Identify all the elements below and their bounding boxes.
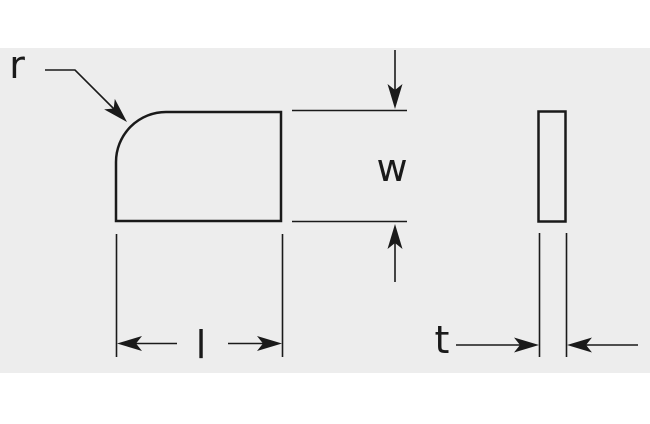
length-arrowhead-left-icon: [117, 336, 142, 351]
panel-background: [0, 48, 650, 373]
width-arrowhead-bottom-icon: [387, 224, 403, 249]
length-label: l: [196, 323, 207, 367]
front-view-outline: [114, 110, 283, 223]
thickness-arrowhead-left-icon: [514, 337, 539, 353]
arrowheads: [104, 84, 592, 353]
radius-arrowhead-icon: [104, 98, 127, 122]
thickness-arrowhead-right-icon: [567, 337, 592, 353]
width-label: w: [376, 146, 407, 190]
side-view-outline: [537, 110, 567, 223]
radius-leader-line: [45, 69, 120, 115]
radius-label: r: [9, 43, 25, 87]
length-arrowhead-right-icon: [257, 336, 282, 351]
width-arrowhead-top-icon: [387, 84, 403, 109]
thickness-label: t: [435, 318, 450, 362]
dimension-labels: r w l t: [9, 43, 449, 367]
line-work: [45, 50, 638, 357]
